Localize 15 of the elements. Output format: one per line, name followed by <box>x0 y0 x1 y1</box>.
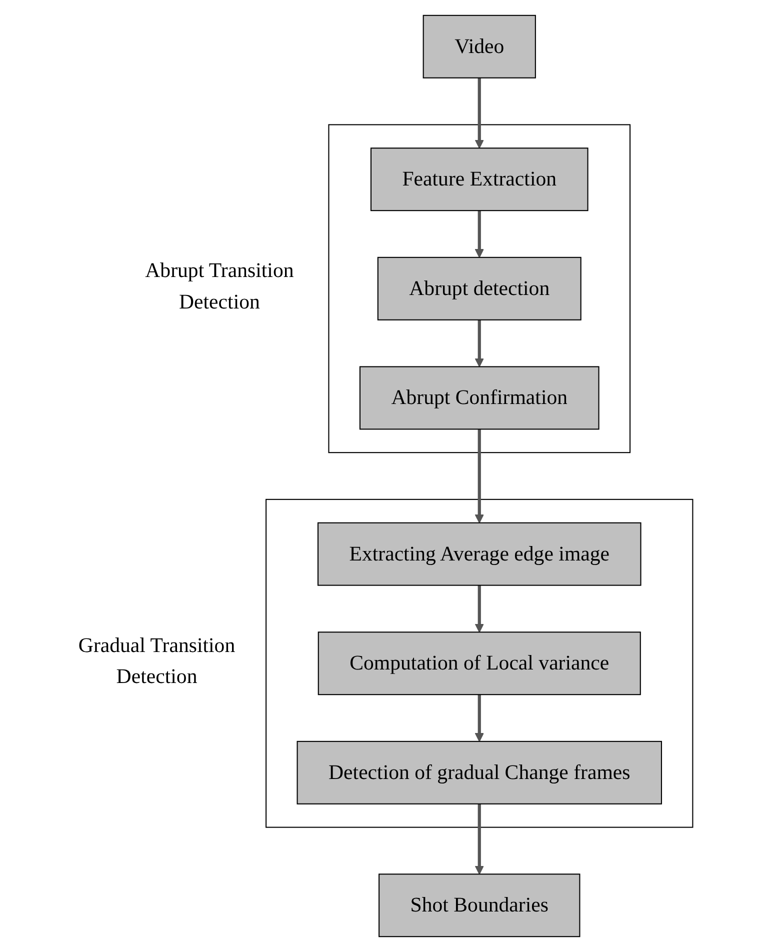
node-box: Abrupt detection <box>377 256 582 320</box>
arrow <box>474 320 484 368</box>
node-box: Feature Extraction <box>370 148 588 212</box>
node-box: Computation of Local variance <box>318 632 641 696</box>
node-box: Extracting Average edge image <box>317 522 642 586</box>
arrow <box>474 429 484 524</box>
arrow <box>474 804 484 875</box>
arrow <box>474 210 484 258</box>
arrow <box>474 694 484 742</box>
node-box: Abrupt Confirmation <box>359 366 600 430</box>
arrow <box>474 585 484 633</box>
node-box: Video <box>422 14 536 78</box>
node-box: Detection of gradual Change frames <box>296 740 662 804</box>
arrow <box>474 78 484 149</box>
node-box: Shot Boundaries <box>378 874 580 938</box>
